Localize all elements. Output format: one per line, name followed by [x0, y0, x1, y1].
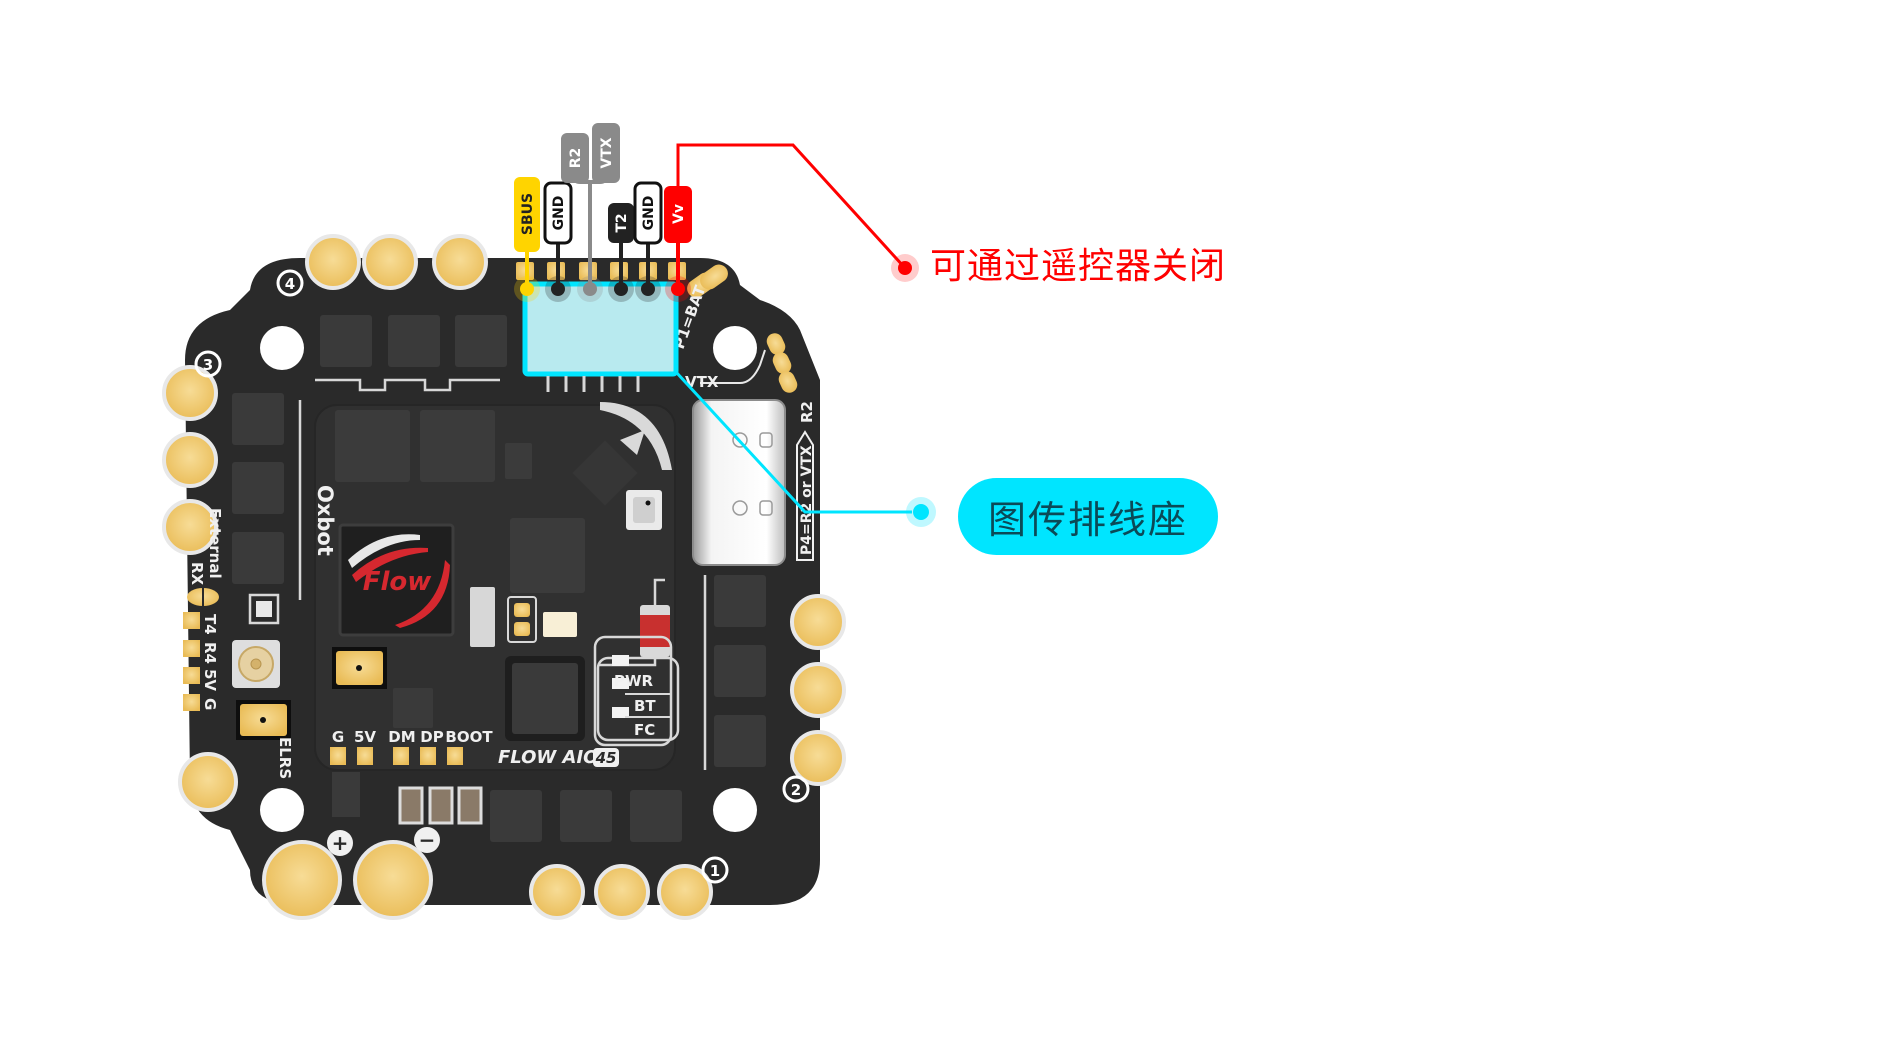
- mount-hole: [260, 326, 304, 370]
- vtx-connector-callout-label: 图传排线座: [987, 498, 1188, 542]
- power-components: [332, 772, 483, 825]
- brand-oxbot: Oxbot: [313, 485, 337, 556]
- pin-label-tags: [514, 123, 692, 252]
- pin-dots: [514, 254, 936, 527]
- led-label-fc: FC: [634, 721, 655, 739]
- vtx-silk-label: VTX: [685, 373, 719, 391]
- pin-tag-t2: [608, 203, 634, 243]
- bt-chip: [512, 663, 578, 734]
- cyan-callout-dot: [913, 504, 929, 520]
- battery-polarity: + −: [327, 827, 440, 856]
- pin-tag-vtx: [592, 123, 620, 183]
- external-label: External: [206, 508, 224, 579]
- motor-number-badges: [194, 269, 810, 884]
- imu-chip: [572, 440, 638, 506]
- motor-4-number: 4: [285, 275, 295, 293]
- pin-label-t2: T2: [614, 213, 630, 232]
- mount-hole: [713, 326, 757, 370]
- usb-pad-label: BOOT: [445, 728, 493, 746]
- motor-3-number: 3: [203, 356, 213, 374]
- model-badge: 45: [595, 749, 617, 767]
- pin-tag-vv: [664, 186, 692, 243]
- model-name: FLOW AIO: [498, 747, 598, 768]
- pin-label-gnd-1: GND: [551, 196, 567, 231]
- minus-sign: −: [419, 828, 436, 852]
- pad-frame: [507, 596, 537, 643]
- vtx-connector-callout: 图传排线座: [958, 478, 1218, 555]
- chip: [335, 410, 410, 482]
- motor-2-badge: [782, 775, 810, 803]
- rx-pad-label: R4: [201, 642, 219, 664]
- silk-traces: [298, 378, 707, 770]
- bind-button: [640, 615, 670, 647]
- usb-pad-label: DP: [420, 728, 443, 746]
- mount-hole: [713, 788, 757, 832]
- usb-pad-label: DM: [388, 728, 415, 746]
- p4-note-label: P4=R2 or VTX: [799, 445, 815, 555]
- usb-c-port: [692, 399, 786, 566]
- elrs-label: ELRS: [276, 737, 294, 779]
- chip: [393, 688, 433, 728]
- pin-label-vv: Vv: [671, 204, 687, 224]
- barometer-cap: [633, 497, 655, 523]
- rx-label: RX: [188, 562, 206, 586]
- usb-pads: G 5V DM DP BOOT: [330, 728, 493, 765]
- pin-tag-gnd-2: [633, 181, 663, 245]
- motor-1-badge: [701, 856, 729, 884]
- r2-silk-label: R2: [798, 401, 816, 423]
- flow-logo-text: Flow: [363, 567, 433, 597]
- pin-label-vtx: VTX: [599, 137, 615, 168]
- pin-tag-sbus: [514, 177, 540, 252]
- rx-pad-label: T4: [201, 614, 219, 635]
- motor-3-badge: [194, 350, 222, 378]
- flow-logo-swoosh: [395, 560, 450, 628]
- pin-tag-r2: [561, 133, 589, 183]
- rx-pad-label: G: [201, 698, 219, 710]
- crystal: [470, 587, 495, 647]
- model-badge-bg: [593, 748, 619, 767]
- led-label-bt: BT: [634, 697, 656, 715]
- usb-pad-label: 5V: [354, 728, 376, 746]
- flow-logo-swoosh: [348, 534, 420, 568]
- rx-pad-label: 5V: [201, 669, 219, 691]
- pin-label-sbus: SBUS: [520, 193, 536, 235]
- fc-chips: Flow: [332, 402, 672, 741]
- plus-sign: +: [332, 831, 349, 855]
- pin-label-r2: R2: [568, 148, 584, 169]
- usb-pad-label: G: [332, 728, 344, 746]
- chip: [420, 410, 495, 482]
- pin-leaders: [525, 143, 912, 514]
- component: [543, 612, 577, 637]
- led-indicators: PWR BT FC: [593, 635, 673, 747]
- vtx-connector: [522, 281, 679, 392]
- motor-1-number: 1: [710, 862, 720, 880]
- arrow-swoosh: [600, 402, 672, 470]
- p4-pads: VTX R2 P4=R2 or VTX: [685, 333, 816, 561]
- chip: [505, 443, 532, 479]
- external-rx: External RX T4 R4 5V G ELRS: [183, 508, 294, 779]
- motor-4-badge: [276, 269, 304, 297]
- motor-2-number: 2: [791, 781, 801, 799]
- red-callout-dot: [898, 261, 912, 275]
- remote-off-callout: 可通过遥控器关闭: [930, 246, 1227, 287]
- mosfets: [232, 315, 766, 842]
- led-label-pwr: PWR: [614, 672, 654, 690]
- motor-pads: [162, 234, 846, 920]
- chip: [510, 518, 585, 593]
- led-box: [593, 635, 673, 747]
- mount-hole: [260, 788, 304, 832]
- pin-label-gnd-2: GND: [641, 196, 657, 231]
- direction-arrow-icon: [620, 430, 645, 455]
- pin-tag-gnd-1: [543, 181, 573, 245]
- flow-logo-swoosh: [352, 547, 428, 582]
